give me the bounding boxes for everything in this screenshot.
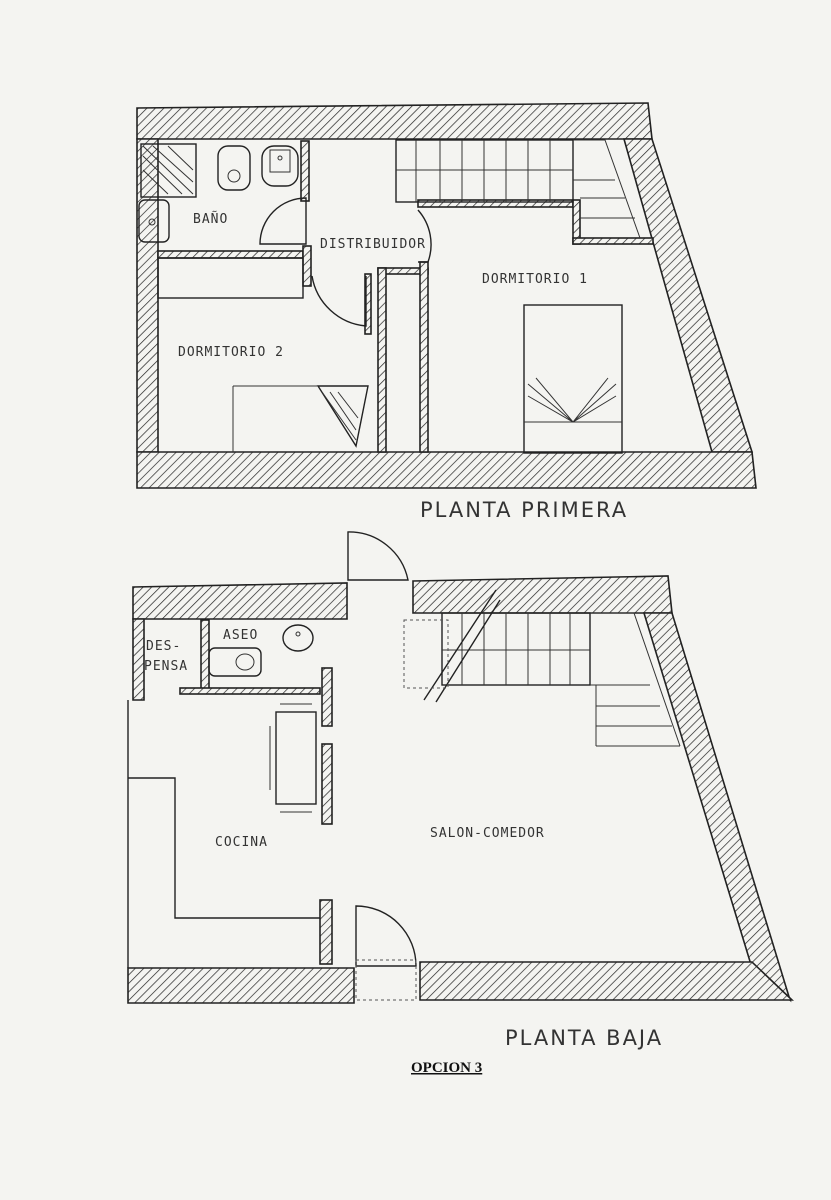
bath-label: BAÑO xyxy=(193,211,228,227)
upper-right-wall xyxy=(622,138,754,453)
kitchen-partition-lower xyxy=(319,899,333,965)
pantry-label-line2: PENSA xyxy=(144,659,188,674)
upper-floor-plan: BAÑO DISTRIBUIDOR DORMITORIO 1 DORMITORI… xyxy=(136,102,757,489)
bath-right-wall xyxy=(300,140,310,202)
ground-floor-plan: DES- PENSA ASEO COCINA SALON-COMEDOR xyxy=(127,531,795,1004)
washbasin-upper xyxy=(138,199,170,243)
toilet-bottom-wall xyxy=(179,687,321,695)
entrance-door-lower[interactable] xyxy=(355,905,417,967)
bidet xyxy=(217,145,251,191)
ground-top-wall-right xyxy=(412,575,673,614)
bath-door[interactable] xyxy=(259,197,307,245)
pantry-wall xyxy=(200,619,210,693)
toilet-fixtures xyxy=(208,624,314,677)
shower-tray xyxy=(140,143,197,198)
ground-staircase xyxy=(403,589,681,747)
dining-table xyxy=(269,703,317,813)
wc-upper xyxy=(261,145,299,187)
hall-door[interactable] xyxy=(311,275,367,327)
upper-top-wall xyxy=(136,102,653,140)
option-caption: OPCION 3 xyxy=(411,1060,482,1076)
pantry-label-line1: DES- xyxy=(146,639,181,654)
bedroom1-left-wall xyxy=(419,261,429,453)
hall-mid-wall-b xyxy=(377,267,387,453)
bedroom1-door[interactable] xyxy=(417,209,432,263)
upper-staircase xyxy=(395,139,641,239)
kitchen-partition-bottom xyxy=(321,743,333,825)
ground-floor-title: PLANTA BAJA xyxy=(505,1026,663,1050)
kitchen-label: COCINA xyxy=(215,835,268,850)
bedroom2-label: DORMITORIO 2 xyxy=(178,345,284,360)
bedroom2-door[interactable] xyxy=(316,385,369,448)
ground-right-wall xyxy=(642,612,792,1003)
kitchen-partition-top xyxy=(321,667,333,727)
kitchen-counter xyxy=(128,777,320,919)
entrance-door-upper[interactable] xyxy=(347,531,409,581)
closet-wall xyxy=(364,273,372,335)
stair-end-wall xyxy=(572,237,654,245)
bedroom2-wardrobe xyxy=(157,257,304,299)
ground-left-wall xyxy=(132,618,145,701)
hall-label: DISTRIBUIDOR xyxy=(320,237,426,252)
bath-bottom-wall xyxy=(157,250,304,259)
ground-bottom-wall-right xyxy=(419,961,795,1001)
toilet-label: ASEO xyxy=(223,628,258,643)
bedroom1-label: DORMITORIO 1 xyxy=(482,272,588,287)
double-bed xyxy=(523,304,623,454)
upper-bottom-wall xyxy=(136,451,757,489)
hall-left-wall xyxy=(302,245,312,287)
ground-top-wall-left xyxy=(132,582,348,620)
living-label: SALON-COMEDOR xyxy=(430,826,545,841)
upper-left-wall xyxy=(136,138,159,453)
upper-floor-title: PLANTA PRIMERA xyxy=(420,498,628,522)
ground-bottom-wall-left xyxy=(127,967,355,1004)
